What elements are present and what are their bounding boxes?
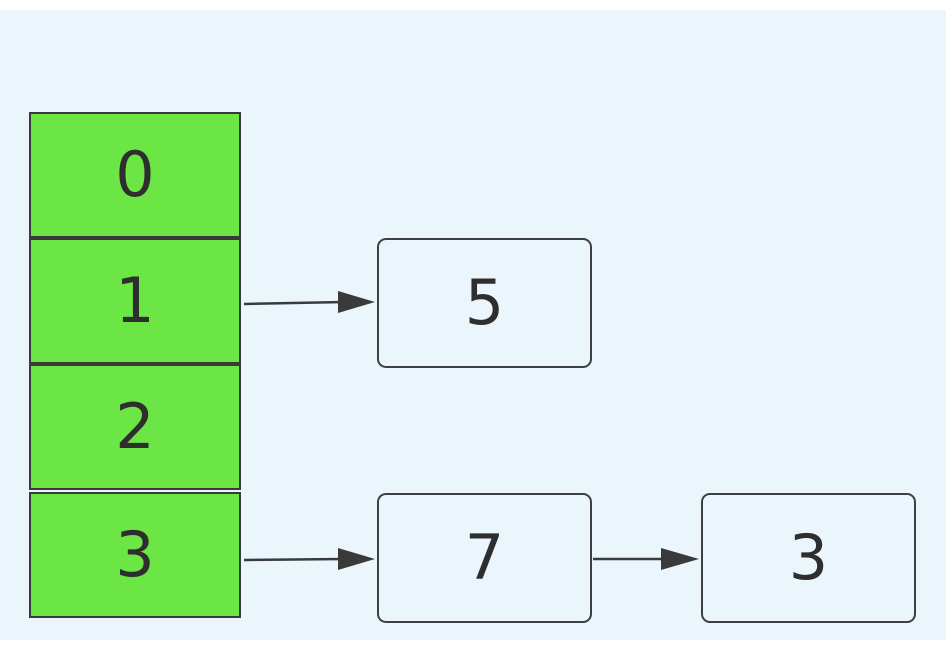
bucket-3: 3 (29, 492, 241, 618)
bucket-0: 0 (29, 112, 241, 238)
bottom-border-strip (0, 640, 946, 648)
arrow-node7-to-node3 (593, 548, 699, 570)
arrow-bucket3-to-node7 (243, 548, 375, 570)
node-7: 7 (377, 493, 592, 623)
bucket-1: 1 (29, 238, 241, 364)
bucket-2: 2 (29, 364, 241, 490)
node-5: 5 (377, 238, 592, 368)
node-3: 3 (701, 493, 916, 623)
top-border-strip (0, 0, 946, 10)
arrow-bucket1-to-node5 (243, 291, 375, 313)
